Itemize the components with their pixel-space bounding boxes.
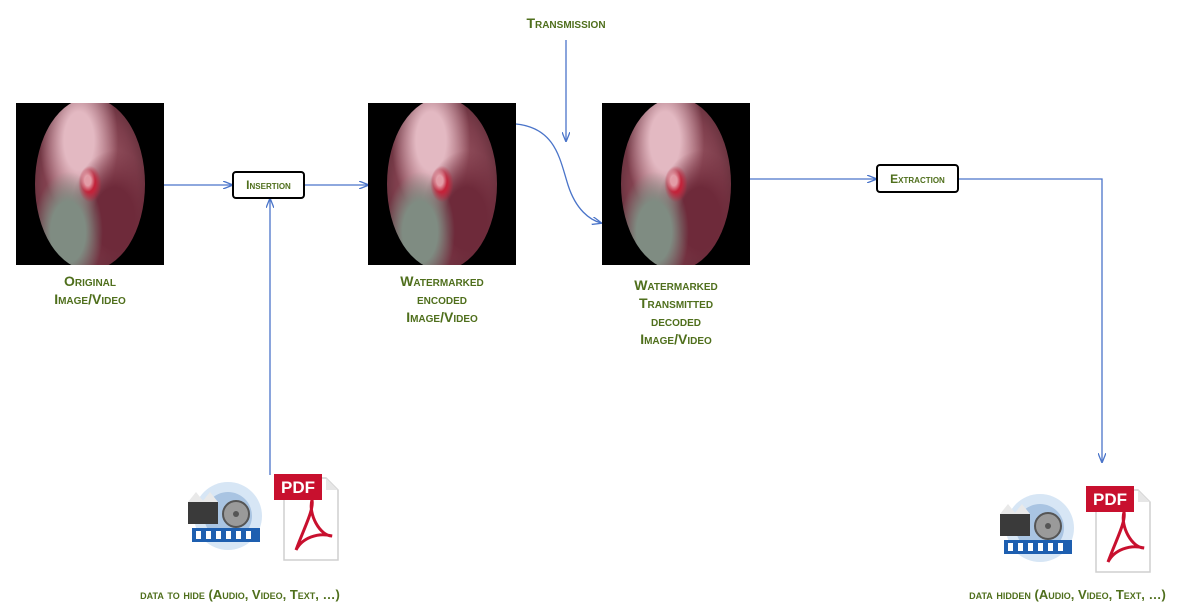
data-hidden-caption: data hidden (Audio, Video, Text, …) [969,587,1166,602]
encoded-image-label: Watermarked encoded Image/Video [400,273,484,325]
watermarked-encoded-image [368,103,516,265]
arrow-encoded-to-decoded [515,123,601,223]
data-to-hide-caption: data to hide (Audio, Video, Text, …) [140,587,340,602]
decoded-image-label: Watermarked Transmitted decoded Image/Vi… [634,277,718,347]
data-hidden-icons: PDF [998,482,1158,577]
watermarked-decoded-image [602,103,750,265]
extraction-box: Extraction [876,164,959,193]
pdf-document-icon: PDF [274,474,339,561]
pdf-badge-text: PDF [281,478,315,497]
arrow-extraction-to-hidden [959,178,1102,462]
pdf-document-icon: PDF [1086,486,1151,573]
transmission-text: Transmission [526,15,606,31]
original-image-label: Original Image/Video [54,273,126,307]
film-reel-icon [1000,494,1074,562]
pdf-badge-text: PDF [1093,490,1127,509]
insertion-box: Insertion [232,171,305,199]
original-image [16,103,164,265]
transmission-label: Transmission [506,14,626,32]
film-reel-icon [188,482,262,550]
data-to-hide-icons: PDF [186,470,346,565]
